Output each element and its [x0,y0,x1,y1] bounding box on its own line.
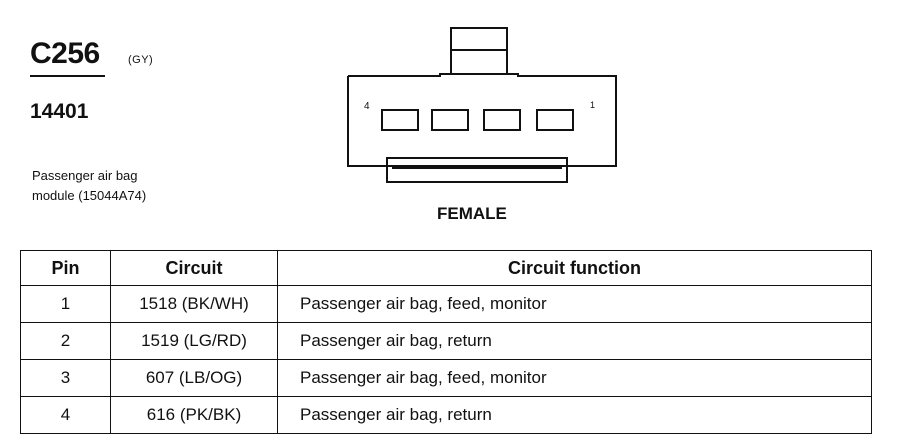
row-circuit: 616 (PK/BK) [110,396,278,434]
row-pin: 3 [20,359,111,397]
connector-body [347,73,617,167]
header-circuit: Circuit [110,250,278,286]
pin-label-left: 4 [364,101,370,112]
component-description: Passenger air bag module (15044A74) [32,166,232,206]
pin-cavity-2 [483,109,521,131]
connector-face-diagram: 4 1 [347,27,617,183]
pin-label-right: 1 [590,100,595,110]
row-pin: 2 [20,322,111,360]
row-function: Passenger air bag, return [277,322,872,360]
part-number: 14401 [30,100,89,123]
connector-latch-base [450,49,508,75]
connector-id: C256 [30,37,100,70]
row-function: Passenger air bag, feed, monitor [277,359,872,397]
table-row: 2 1519 (LG/RD) Passenger air bag, return [20,322,872,360]
row-pin: 4 [20,396,111,434]
pin-cavity-4 [381,109,419,131]
pin-cavity-1 [536,109,574,131]
connector-bottom-key [386,157,568,183]
pin-cavity-3 [431,109,469,131]
row-circuit: 1518 (BK/WH) [110,285,278,323]
connector-color-code: (GY) [128,54,154,66]
connector-id-underline [30,75,105,77]
connector-latch [450,27,508,51]
pin-table: Pin Circuit Circuit function 1 1518 (BK/… [20,250,872,434]
gender-label: FEMALE [437,204,507,223]
row-pin: 1 [20,285,111,323]
description-line-2: module (15044A74) [32,188,147,203]
table-row: 1 1518 (BK/WH) Passenger air bag, feed, … [20,285,872,323]
description-line-1: Passenger air bag [32,168,138,183]
row-function: Passenger air bag, return [277,396,872,434]
table-row: 3 607 (LB/OG) Passenger air bag, feed, m… [20,359,872,397]
header-pin: Pin [20,250,111,286]
row-circuit: 607 (LB/OG) [110,359,278,397]
header-circuit-function: Circuit function [277,250,872,286]
row-circuit: 1519 (LG/RD) [110,322,278,360]
table-row: 4 616 (PK/BK) Passenger air bag, return [20,396,872,434]
pin-table-header-row: Pin Circuit Circuit function [20,250,872,286]
row-function: Passenger air bag, feed, monitor [277,285,872,323]
